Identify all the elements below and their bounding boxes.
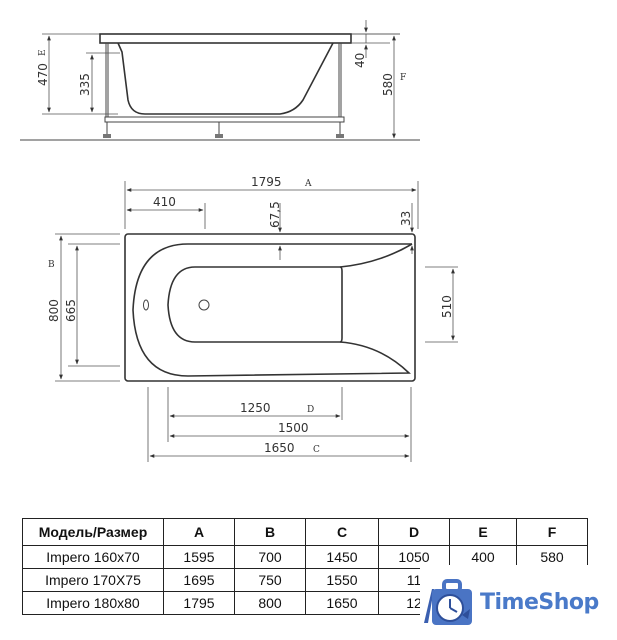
svg-text:A: A [304, 179, 312, 189]
logo-text: TimeShop [480, 590, 599, 615]
header-f: F [516, 518, 588, 546]
svg-text:D: D [307, 405, 314, 415]
header-model: Модель/Размер [22, 518, 164, 546]
header-c: C [305, 518, 379, 546]
top-view: 1795 A 410 67,5 33 800 B 665 510 [47, 175, 458, 462]
header-b: B [234, 518, 306, 546]
header-e: E [449, 518, 517, 546]
header-d: D [378, 518, 450, 546]
clock-bag-icon [424, 578, 472, 625]
dim-1795: 1795 [251, 175, 282, 189]
svg-text:B: B [48, 260, 55, 270]
dim-40: 40 [353, 53, 367, 68]
svg-text:C: C [313, 445, 320, 455]
dim-470: 470 [36, 63, 50, 86]
dim-1250: 1250 [240, 401, 271, 415]
dim-510: 510 [440, 295, 454, 318]
dim-1650: 1650 [264, 441, 295, 455]
dim-800: 800 [47, 299, 61, 322]
timeshop-logo: TimeShop [420, 565, 617, 640]
dim-410: 410 [153, 195, 176, 209]
dim-665: 665 [64, 299, 78, 322]
table-row: Impero 170X75 1695 750 1550 11 [22, 568, 588, 592]
dim-580: 580 [381, 73, 395, 96]
table-header-row: Модель/Размер A B C D E F [22, 518, 588, 546]
side-view: 470 E 335 40 580 F [20, 20, 420, 141]
dim-335: 335 [78, 73, 92, 96]
technical-drawing: 470 E 335 40 580 F 1795 A 410 [20, 20, 458, 462]
svg-text:F: F [400, 73, 406, 83]
dim-1500: 1500 [278, 421, 309, 435]
svg-text:E: E [38, 49, 48, 56]
header-a: A [163, 518, 235, 546]
dim-33: 33 [399, 211, 413, 226]
dim-67-5: 67,5 [268, 201, 282, 228]
